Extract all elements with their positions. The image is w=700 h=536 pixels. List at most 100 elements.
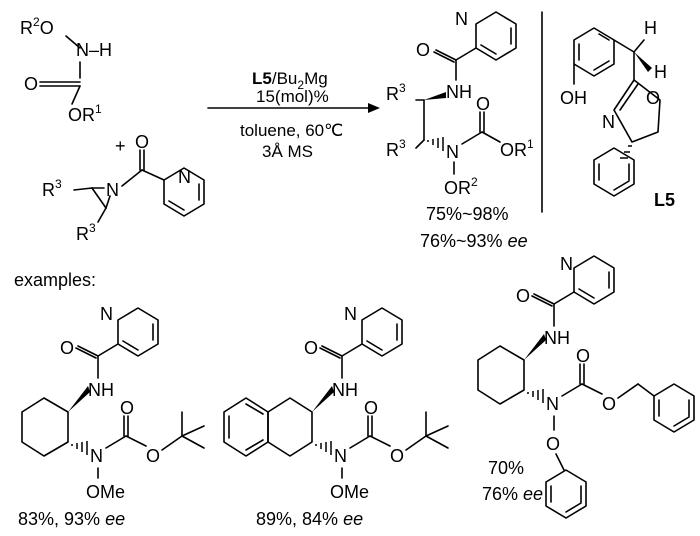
atom-n: N <box>178 167 191 187</box>
example-3-structure: N O NH N O O O <box>477 254 695 519</box>
atom-r3: R3 <box>386 137 406 160</box>
benzyl-ring <box>545 469 587 519</box>
bond <box>161 435 183 451</box>
atom-r2: R2O <box>20 15 54 38</box>
stereo-hash <box>71 441 88 455</box>
arrow-head <box>368 103 380 113</box>
bond <box>613 39 635 53</box>
bond <box>531 295 553 307</box>
atom-h: H <box>654 62 667 82</box>
atom-nh: NH <box>544 328 570 348</box>
atom-oh: OH <box>560 88 587 108</box>
bond <box>349 435 371 449</box>
bond <box>555 453 565 471</box>
benzyl-ring <box>653 383 695 433</box>
stereo-hash <box>527 389 544 403</box>
atom-n: N <box>344 304 357 324</box>
atom-n: N <box>446 142 459 162</box>
stereo-wedge <box>424 92 446 100</box>
atom-o: O <box>516 286 530 306</box>
bond <box>435 49 457 61</box>
bond <box>65 35 81 49</box>
bond <box>181 425 205 437</box>
atom-h: H <box>644 18 657 38</box>
atom-o: O <box>546 434 560 454</box>
bond <box>425 435 449 449</box>
catalyst-loading: 15(mol)% <box>256 87 329 106</box>
conditions-sieves: 3Å MS <box>262 142 313 161</box>
reactant-aziridine: R3 N R3 O N <box>42 132 205 244</box>
stereo-wedge <box>524 334 546 360</box>
examples-heading: examples: <box>14 270 96 290</box>
product-yield: 75%~98% <box>426 204 509 224</box>
bond <box>73 187 93 191</box>
atom-o: O <box>146 446 160 466</box>
atom-nh: NH <box>88 380 114 400</box>
atom-o: O <box>416 40 430 60</box>
bond <box>578 288 595 299</box>
bond <box>141 169 165 181</box>
atom-nh: NH <box>446 82 472 102</box>
atom-r3: R3 <box>42 177 62 200</box>
bond <box>91 187 107 209</box>
atom-n: N <box>334 446 347 466</box>
atom-o: O <box>390 446 404 466</box>
stereo-wedge <box>312 386 334 412</box>
bond <box>561 383 583 397</box>
bond <box>553 291 575 305</box>
stereo-hash <box>315 441 332 455</box>
bond <box>598 33 610 41</box>
pyridine-ring <box>163 167 205 217</box>
bond <box>105 195 111 209</box>
pyridine-ring <box>475 11 517 61</box>
bond <box>455 47 477 61</box>
example-1-structure: N O NH N O O OMe <box>21 304 205 502</box>
atom-o: O <box>646 88 660 108</box>
atom-o: O <box>364 398 378 418</box>
cyclohexane-ring <box>21 397 69 457</box>
atom-o: O <box>576 346 590 366</box>
phenyl-ring <box>593 147 635 197</box>
atom-o: O <box>120 398 134 418</box>
bond <box>105 435 127 449</box>
atom-o: O <box>602 394 616 414</box>
atom-n: N <box>546 394 559 414</box>
bond <box>633 39 645 53</box>
bond <box>321 345 343 357</box>
example-1-result: 83%, 93% ee <box>18 509 125 529</box>
bond <box>613 180 630 191</box>
stereo-wedge <box>68 386 90 412</box>
example-2-result: 89%, 84% ee <box>256 509 363 529</box>
atom-nh: N–H <box>76 40 112 60</box>
atom-n: N <box>455 9 468 29</box>
bond <box>673 416 690 427</box>
example-2-structure: N O NH N O O OMe <box>223 304 449 502</box>
bond <box>617 383 639 399</box>
reagent-label: L5/Bu2Mg <box>252 69 328 92</box>
reaction-arrow <box>207 103 380 113</box>
bond <box>366 340 383 351</box>
bond <box>341 343 363 357</box>
bond <box>97 207 107 223</box>
atom-o: O <box>60 338 74 358</box>
stereo-wedge <box>634 52 652 72</box>
benzo-ring <box>223 397 269 457</box>
ligand-label: L5 <box>654 190 675 210</box>
atom-or2: OR2 <box>444 175 478 198</box>
phenol-ring <box>573 27 615 77</box>
pyridine-ring <box>361 307 403 357</box>
oxazoline-ring <box>613 79 661 143</box>
bond <box>480 44 497 55</box>
reactant-hydroxycarbamate: R2O N–H O OR1 <box>20 15 112 125</box>
bond <box>481 131 501 143</box>
bond <box>245 439 264 451</box>
atom-ome: OMe <box>86 482 125 502</box>
bond <box>619 83 639 111</box>
bond <box>77 345 99 357</box>
bond <box>181 435 205 449</box>
atom-o: O <box>24 74 38 94</box>
bond <box>75 347 97 359</box>
atom-r3: R3 <box>386 81 406 104</box>
pyridine-ring <box>573 255 615 305</box>
